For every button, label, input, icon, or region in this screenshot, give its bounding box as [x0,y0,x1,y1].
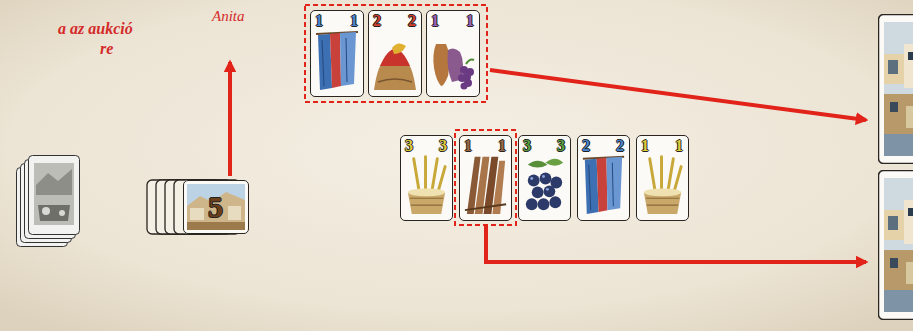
goods-card: 11 [426,10,480,97]
card-value: 1 [315,13,323,29]
selection-frame [455,130,516,225]
card-value: 1 [464,138,472,154]
card-value: 1 [431,13,439,29]
move-arrow [490,70,866,120]
goods-card: 33 [518,135,571,221]
goods-card: 5 [183,180,249,234]
card-value: 2 [408,13,416,29]
move-arrow [486,226,866,262]
card-value: 1 [350,13,358,29]
draw-pile [17,156,80,247]
card-value: 3 [439,138,447,154]
move-arrow [228,62,232,176]
caption-note: re [100,40,113,58]
goods-card: 33 [400,135,453,221]
auction-card-art [183,180,249,234]
card-value: 2 [373,13,381,29]
player-name: Anita [212,8,245,25]
card-value: 2 [582,138,590,154]
card-value: 5 [208,192,223,222]
card-value: 1 [498,138,506,154]
goods-card: 11 [636,135,689,221]
card-value: 3 [405,138,413,154]
card-value: 1 [675,138,683,154]
goods-card-art [310,10,689,221]
card-value: 2 [616,138,624,154]
goods-card: 22 [577,135,630,221]
selection-frame [305,5,487,102]
card-value: 3 [523,138,531,154]
town-card [879,15,913,320]
card-value: 1 [641,138,649,154]
goods-card: 11 [310,10,364,97]
caption-note: a az aukció [58,20,133,38]
card-value: 3 [557,138,565,154]
goods-card: 11 [459,135,512,221]
card-value: 1 [466,13,474,29]
goods-card: 22 [368,10,422,97]
